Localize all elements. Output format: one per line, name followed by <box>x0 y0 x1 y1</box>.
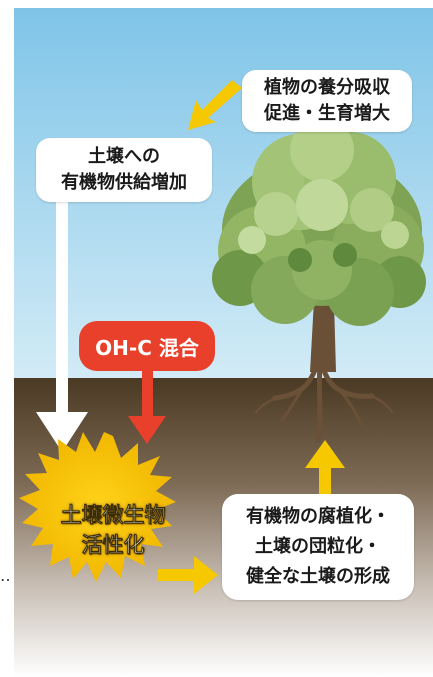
organic-supply-box: 土壌への 有機物供給増加 <box>36 138 212 202</box>
nutrient-uptake-line1: 植物の養分吸収 <box>264 77 390 98</box>
soil-formation-line1: 有機物の腐植化・ <box>246 506 390 527</box>
burst-line2: 活性化 <box>81 533 145 557</box>
soil-formation-line2: 土壌の団粒化・ <box>255 536 381 557</box>
organic-supply-line2: 有機物供給増加 <box>61 172 187 193</box>
yellow-right-arrow <box>158 556 218 594</box>
yellow-diagonal-arrow <box>188 80 242 130</box>
white-down-arrow <box>36 200 88 452</box>
tree-foliage <box>212 118 426 326</box>
edge-ellipsis: ‥ <box>0 566 12 585</box>
red-down-arrow <box>128 368 166 444</box>
microbe-activation-label: 土壌微生物 活性化 <box>38 491 188 569</box>
soil-formation-line3: 健全な土壌の形成 <box>246 566 390 587</box>
burst-line1: 土壌微生物 <box>60 503 166 527</box>
ohc-mix-badge: OH-C 混合 <box>79 321 215 371</box>
organic-supply-line1: 土壌への <box>88 146 160 167</box>
microbe-burst <box>19 432 176 582</box>
tree-trunk <box>300 240 352 372</box>
nutrient-uptake-line2: 促進・生育増大 <box>264 103 390 124</box>
nutrient-uptake-box: 植物の養分吸収 促進・生育増大 <box>242 70 412 132</box>
soil-formation-box: 有機物の腐植化・ 土壌の団粒化・ 健全な土壌の形成 <box>222 494 414 600</box>
yellow-up-arrow <box>305 440 345 496</box>
